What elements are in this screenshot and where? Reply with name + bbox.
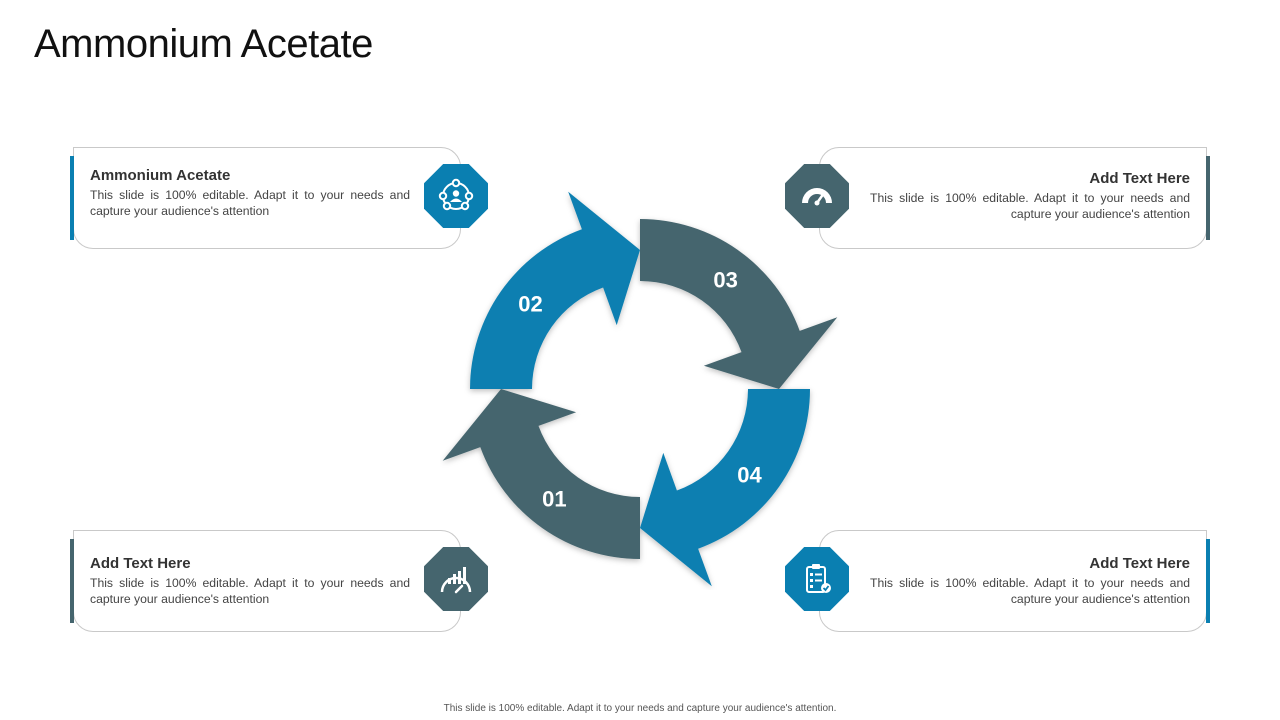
card-accent-bar: [70, 156, 74, 240]
cycle-arrow-04: [640, 389, 810, 587]
cycle-arrow-02: [470, 191, 640, 389]
card-body: This slide is 100% editable. Adapt it to…: [90, 576, 410, 606]
cycle-segments: [442, 191, 838, 587]
footer-note: This slide is 100% editable. Adapt it to…: [443, 703, 837, 714]
card-heading: Add Text Here: [1089, 555, 1190, 572]
cycle-arrow-01: [442, 389, 640, 559]
card-top-right: Add Text Here This slide is 100% editabl…: [819, 147, 1210, 249]
cycle-labels: 01 02 03 04: [518, 268, 762, 512]
cycle-label-04: 04: [737, 463, 762, 488]
card-heading: Add Text Here: [1089, 170, 1190, 187]
card-accent-bar: [70, 539, 74, 623]
card-heading: Ammonium Acetate: [90, 167, 231, 184]
card-accent-bar: [1206, 539, 1210, 623]
card-top-left: Ammonium Acetate This slide is 100% edit…: [70, 147, 461, 249]
speedometer-icon: [785, 164, 849, 228]
cycle-diagram: 01 02 03 04: [442, 191, 838, 587]
card-body: This slide is 100% editable. Adapt it to…: [90, 188, 410, 218]
cycle-label-03: 03: [713, 268, 737, 293]
cycle-label-01: 01: [542, 487, 566, 512]
cycle-label-02: 02: [518, 291, 542, 316]
team-network-icon: [424, 164, 488, 228]
checklist-clipboard-icon: [785, 547, 849, 611]
card-body: This slide is 100% editable. Adapt it to…: [870, 191, 1190, 221]
card-bottom-right: Add Text Here This slide is 100% editabl…: [819, 530, 1210, 632]
card-accent-bar: [1206, 156, 1210, 240]
cycle-arrow-03: [640, 219, 838, 389]
slide-title: Ammonium Acetate: [34, 22, 373, 66]
card-heading: Add Text Here: [90, 555, 191, 572]
card-bottom-left: Add Text Here This slide is 100% editabl…: [70, 530, 461, 632]
card-body: This slide is 100% editable. Adapt it to…: [870, 576, 1190, 606]
growth-gauge-icon: [424, 547, 488, 611]
